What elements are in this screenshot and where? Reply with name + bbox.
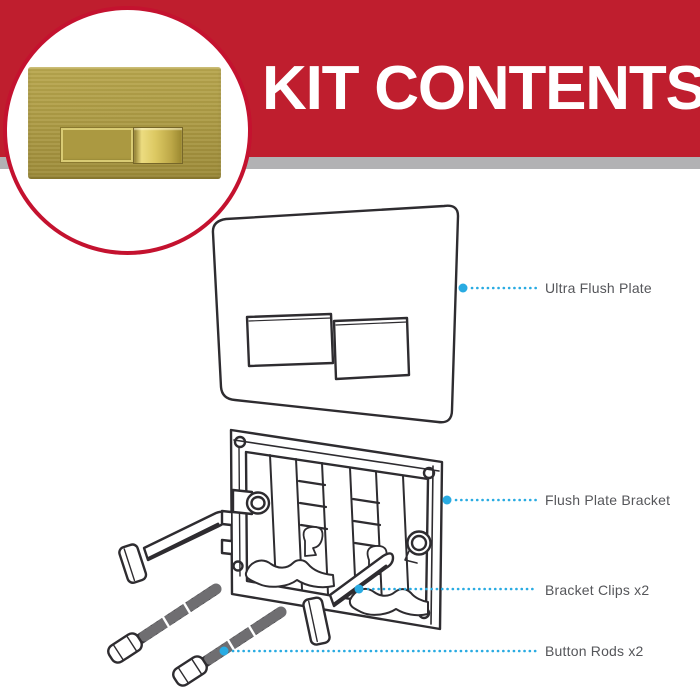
callout-label-button-rods: Button Rods x2: [545, 643, 644, 659]
bracket-clip-1: [118, 510, 228, 584]
button-rod-2: [172, 606, 287, 687]
gold-plate-left-button: [60, 127, 134, 163]
flush-plate-drawing: [211, 204, 460, 424]
callout-dot-1: [458, 283, 468, 293]
callout-dot-2: [442, 495, 452, 505]
callout-label-bracket-clips: Bracket Clips x2: [545, 582, 650, 598]
gold-plate-right-button: [133, 127, 183, 164]
callout-label-ultra-flush-plate: Ultra Flush Plate: [545, 280, 652, 296]
page-title: KIT CONTENTS: [262, 53, 700, 123]
callout-dot-4: [219, 646, 229, 656]
callout-dot-3: [354, 584, 364, 594]
button-rod-1: [107, 583, 222, 664]
product-photo-circle: [3, 6, 252, 255]
callout-label-flush-plate-bracket: Flush Plate Bracket: [545, 492, 671, 508]
callout-leaders: [219, 283, 539, 656]
gold-flush-plate-photo: [28, 67, 221, 179]
